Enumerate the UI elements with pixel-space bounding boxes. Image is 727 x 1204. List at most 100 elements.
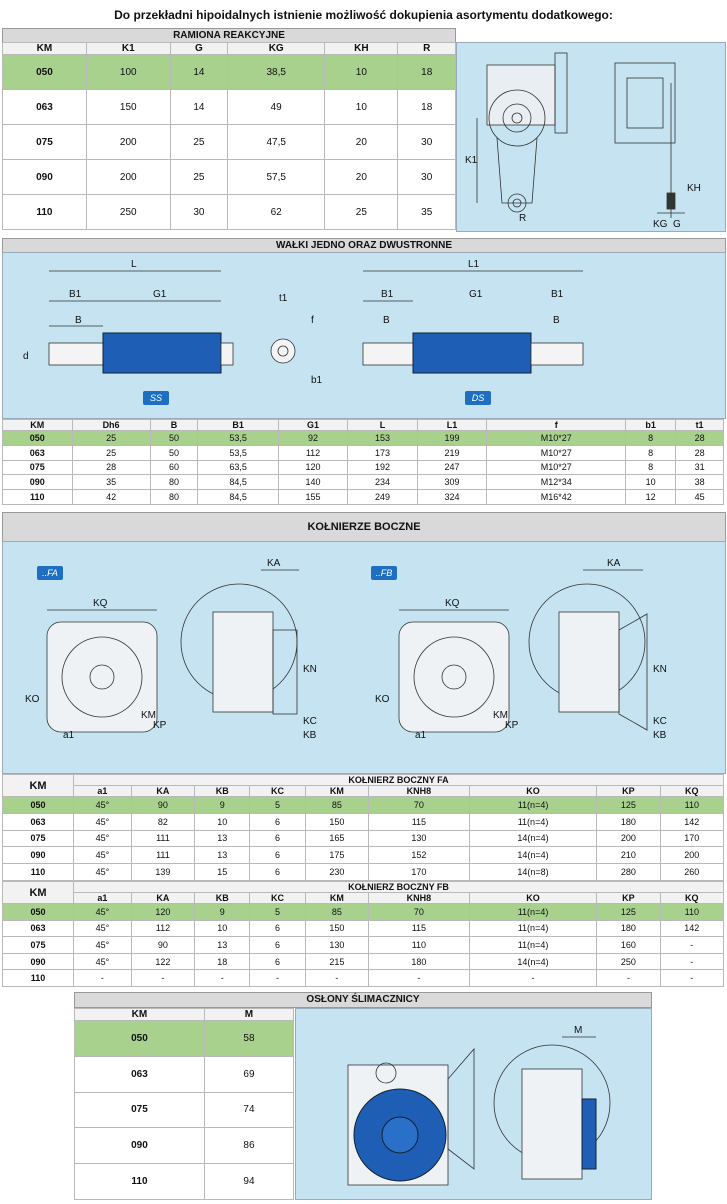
shafts-km-cell: 050 — [2, 430, 73, 446]
fb-cell: 215 — [304, 952, 369, 971]
shafts-header: WAŁKI JEDNO ORAZ DWUSTRONNE — [2, 238, 726, 253]
covers-diagram: M — [295, 1008, 652, 1200]
arms-col-header: KH — [324, 42, 399, 55]
fa-cell: 200 — [659, 846, 725, 865]
fa-cell: 6 — [249, 846, 306, 865]
arms-label-r: R — [519, 213, 526, 224]
fa-label-kc: KC — [303, 716, 317, 727]
fb-col-header: KQ — [659, 892, 725, 904]
fb-cell: 110 — [659, 903, 725, 921]
fa-cell: 13 — [194, 829, 251, 848]
shafts-col-header: B — [149, 419, 199, 431]
covers-km-cell: 090 — [74, 1127, 205, 1165]
fa-col-header: KM — [304, 785, 369, 797]
fb-cell: - — [249, 969, 306, 987]
shafts-cell: 92 — [277, 430, 349, 446]
fa-col-header: KC — [249, 785, 306, 797]
fa-badge: ..FA — [37, 566, 63, 580]
covers-km-cell: 075 — [74, 1091, 205, 1129]
fa-col-header: KO — [468, 785, 598, 797]
fb-cell: 250 — [596, 952, 661, 971]
shafts-cell: 25 — [71, 430, 151, 446]
shafts-col-header: b1 — [625, 419, 677, 431]
shafts-cell: 199 — [416, 430, 488, 446]
shafts-cell: 173 — [347, 444, 418, 461]
fa-cell: 230 — [304, 863, 369, 881]
fa-cell: 14(n=4) — [468, 846, 598, 865]
fb-cell: - — [468, 969, 598, 987]
fb-cell: 45° — [73, 903, 132, 921]
fa-cell: 210 — [596, 846, 661, 865]
arms-cell: 10 — [324, 89, 399, 125]
fb-label-kn: KN — [653, 664, 667, 675]
fb-cell: 5 — [249, 903, 306, 921]
covers-col-header: M — [203, 1008, 295, 1021]
fb-cell: - — [659, 969, 725, 987]
shafts-cell: 31 — [675, 459, 724, 476]
fb-cell: 45° — [73, 919, 132, 938]
ds-badge: DS — [465, 391, 491, 405]
fb-cell: - — [130, 969, 196, 987]
shafts-cell: 35 — [71, 474, 151, 491]
arms-col-header: KG — [227, 42, 326, 55]
fa-label-ka: KA — [267, 558, 281, 569]
shafts-km-cell: 110 — [2, 489, 73, 505]
fb-cell: - — [304, 969, 369, 987]
fa-cell: 111 — [130, 829, 196, 848]
covers-cell: 94 — [203, 1163, 295, 1200]
fb-row: 110--------- — [2, 969, 725, 987]
covers-drawing: M — [347, 1025, 611, 1186]
arms-col-header: R — [397, 42, 456, 55]
flanges-drawing: KQ KO a1 KM KP KA KN KC KB KQ KO a1 KM K… — [25, 558, 667, 741]
fa-km-cell: 110 — [2, 863, 74, 881]
arms-km-cell: 090 — [2, 159, 87, 195]
shafts-cell: 80 — [149, 489, 199, 505]
fa-cell: 152 — [367, 846, 470, 865]
arms-cell: 38,5 — [227, 54, 326, 90]
fa-cell: 45° — [73, 829, 132, 848]
shafts-cell: 247 — [416, 459, 488, 476]
fa-cell: 165 — [304, 829, 369, 848]
fa-cell: 85 — [304, 796, 369, 814]
fb-cell: 10 — [194, 919, 251, 938]
fa-cell: 70 — [367, 796, 470, 814]
fb-cell: 45° — [73, 952, 132, 971]
fb-cell: 11(n=4) — [468, 936, 598, 954]
fb-cell: 150 — [304, 919, 369, 938]
arms-label-k1: K1 — [465, 155, 478, 166]
fa-cell: 180 — [596, 812, 661, 831]
covers-km-cell: 050 — [74, 1020, 205, 1057]
fb-km-cell: 110 — [2, 969, 74, 987]
shafts-cell: 219 — [416, 444, 488, 461]
shafts-cell: 8 — [625, 444, 677, 461]
arms-cell: 62 — [227, 194, 326, 230]
covers-cell: 74 — [203, 1091, 295, 1129]
fa-cell: 200 — [596, 829, 661, 848]
covers-cell: 69 — [203, 1055, 295, 1093]
fa-cell: 139 — [130, 863, 196, 881]
fb-cell: 18 — [194, 952, 251, 971]
fb-cell: 120 — [130, 903, 196, 921]
fa-label-km: KM — [141, 710, 156, 721]
shafts-cell: 112 — [277, 444, 349, 461]
fa-cell: 125 — [596, 796, 661, 814]
ds-label-b-left: B — [383, 315, 390, 326]
arms-km-cell: 063 — [2, 89, 87, 125]
shafts-cell: 42 — [71, 489, 151, 505]
fb-cell: 11(n=4) — [468, 903, 598, 921]
shafts-cell: M10*27 — [486, 430, 627, 446]
fa-label-ko: KO — [25, 694, 40, 705]
shafts-cell: 234 — [347, 474, 418, 491]
fa-km-cell: 090 — [2, 846, 74, 865]
ss-label-d: d — [23, 351, 29, 362]
arms-cell: 200 — [85, 124, 171, 160]
covers-cell: 58 — [203, 1020, 295, 1057]
fa-cell: 14(n=8) — [468, 863, 598, 881]
